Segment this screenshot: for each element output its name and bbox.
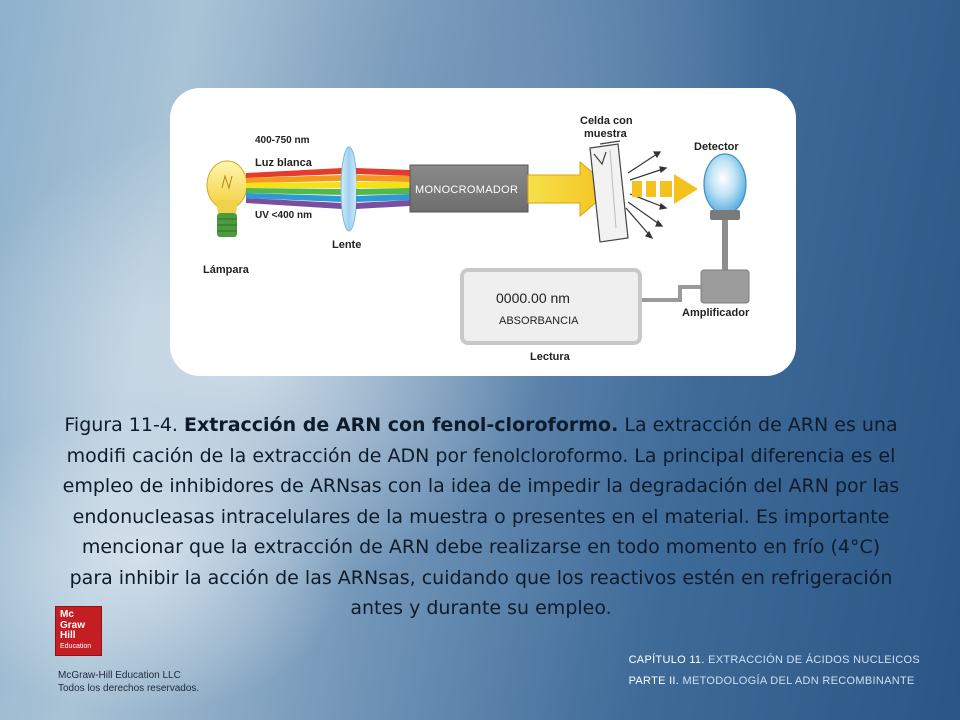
lens-label: Lente — [332, 239, 361, 251]
chapter-key: CAPÍTULO 11. — [628, 654, 705, 666]
part-key: PARTE II. — [628, 675, 680, 687]
amplifier-box — [700, 269, 750, 304]
white-light-label: Luz blanca — [255, 157, 313, 169]
beam-band — [246, 198, 342, 209]
figure-title: Extracción de ARN con fenol-cloroformo. — [184, 414, 619, 436]
beam-band — [356, 175, 410, 182]
light-beam — [246, 168, 342, 209]
mcgraw-hill-logo: Mc Graw Hill Education — [55, 606, 102, 656]
copyright-line: McGraw-Hill Education LLC — [58, 670, 181, 681]
sample-cell-icon — [589, 140, 629, 243]
copyright-line: Todos los derechos reservados. — [58, 683, 200, 694]
chapter-value: EXTRACCIÓN DE ÁCIDOS NUCLEICOS — [708, 654, 920, 666]
part-line: PARTE II. METODOLOGÍA DEL ADN RECOMBINAN… — [629, 671, 920, 692]
part-value: METODOLOGÍA DEL ADN RECOMBINANTE — [682, 675, 915, 687]
reading-value: 0000.00 nm — [496, 290, 570, 306]
amplifier-label: Amplificador — [682, 307, 750, 319]
transmitted-light-arrow — [632, 174, 698, 204]
beam-band — [246, 188, 342, 195]
beam-band — [246, 175, 342, 183]
detector-icon — [703, 153, 747, 270]
lens-icon — [340, 146, 358, 232]
amplifier-connector — [640, 285, 701, 302]
beam-band — [246, 193, 342, 202]
monochromator-label: MONOCROMADOR — [415, 184, 518, 196]
figure-body: La extracción de ARN es una modifi cació… — [62, 414, 900, 619]
copyright: McGraw-Hill Education LLC Todos los dere… — [58, 669, 199, 695]
logo-line: Hill — [60, 630, 76, 641]
wavelength-label: 400-750 nm — [255, 135, 310, 146]
spectrophotometer-diagram: MONOCROMADOR — [170, 88, 796, 376]
cell-label-line1: Celda con — [580, 115, 633, 127]
scatter-arrows — [625, 151, 668, 240]
beam-band — [356, 194, 410, 202]
beam-band — [356, 200, 410, 209]
beam-band — [246, 182, 342, 188]
detector-label: Detector — [694, 141, 739, 153]
beam-band — [356, 168, 410, 176]
absorbance-label: ABSORBANCIA — [499, 315, 579, 327]
logo-line: Graw — [60, 619, 86, 631]
figure-number: Figura 11-4. — [64, 414, 178, 436]
uv-label: UV <400 nm — [255, 210, 312, 221]
chapter-info: CAPÍTULO 11. EXTRACCIÓN DE ÁCIDOS NUCLEI… — [629, 650, 920, 692]
beam-band — [356, 182, 410, 188]
lamp-label: Lámpara — [203, 264, 250, 276]
reading-label: Lectura — [530, 351, 571, 363]
diagram-svg: MONOCROMADOR — [203, 115, 750, 363]
logo-line: Education — [60, 642, 92, 650]
logo-line: Mc — [60, 609, 74, 620]
beam-band — [246, 168, 342, 178]
cell-label-line2: muestra — [584, 128, 628, 140]
reading-display — [460, 268, 642, 345]
monochromator-box — [409, 164, 529, 213]
lamp-icon — [206, 160, 248, 237]
beam-band — [356, 188, 410, 195]
light-beam-focused — [356, 168, 410, 209]
chapter-line: CAPÍTULO 11. EXTRACCIÓN DE ÁCIDOS NUCLEI… — [629, 650, 920, 671]
figure-caption: Figura 11-4. Extracción de ARN con fenol… — [58, 410, 904, 624]
